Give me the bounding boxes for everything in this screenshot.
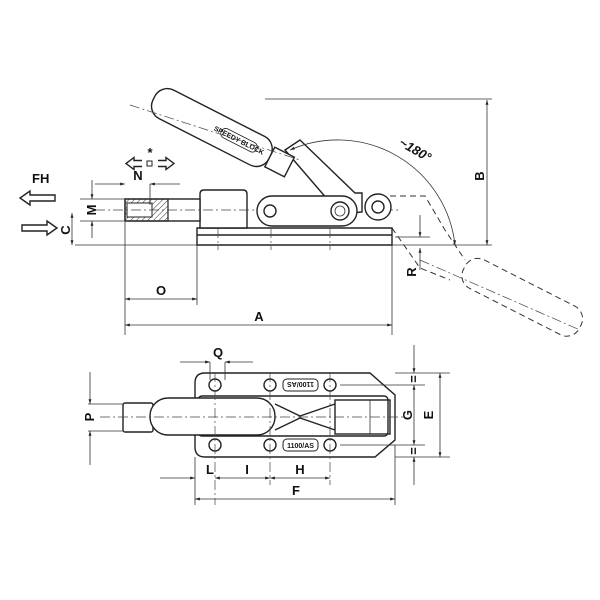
model-plate-top (282, 378, 319, 392)
force-arrow-left-icon (18, 189, 56, 207)
label-l: L (206, 462, 214, 477)
link-plate (256, 195, 358, 227)
label-n: N (133, 168, 142, 183)
label-f: F (292, 483, 300, 498)
label-a: A (254, 309, 264, 324)
arrow-right-icon (158, 156, 176, 171)
label-c: C (58, 225, 73, 235)
label-star: * (147, 145, 153, 160)
force-arrow-right-icon (21, 219, 59, 237)
label-b: B (472, 171, 487, 180)
pivot-1 (263, 204, 277, 218)
pivot-3 (364, 193, 392, 221)
label-g: G (400, 410, 415, 420)
body-block (199, 189, 248, 229)
angle-label: ~180° (397, 135, 435, 166)
model-top: 1100/AS (287, 380, 314, 387)
arrow-left-icon (124, 156, 142, 171)
model-plate-bottom (282, 438, 319, 452)
label-h: H (295, 462, 304, 477)
label-q: Q (213, 345, 223, 360)
bidirectional-marker (146, 160, 153, 167)
open-position-handle (461, 257, 584, 337)
label-fh: FH (32, 171, 49, 186)
side-view: SPEEDY BLOCK ~180° B R O A N * (18, 87, 584, 337)
label-eq-bottom: = (406, 447, 421, 455)
label-eq-top: = (406, 375, 421, 383)
model-bottom: 1100/AS (287, 443, 314, 450)
label-r: R (404, 267, 419, 277)
label-m: M (84, 205, 99, 216)
base-plate (196, 227, 393, 246)
handle: SPEEDY BLOCK (150, 87, 296, 178)
label-o: O (156, 283, 166, 298)
rotation-arc (289, 139, 456, 246)
label-i: I (245, 462, 249, 477)
label-e: E (421, 410, 436, 419)
open-position-lever (390, 195, 466, 261)
top-view: 1100/AS 1100/AS Q P = = G E L I H (82, 345, 450, 505)
plunger-rod-top (122, 402, 154, 433)
label-p: P (82, 412, 97, 421)
handle-top (149, 397, 276, 436)
